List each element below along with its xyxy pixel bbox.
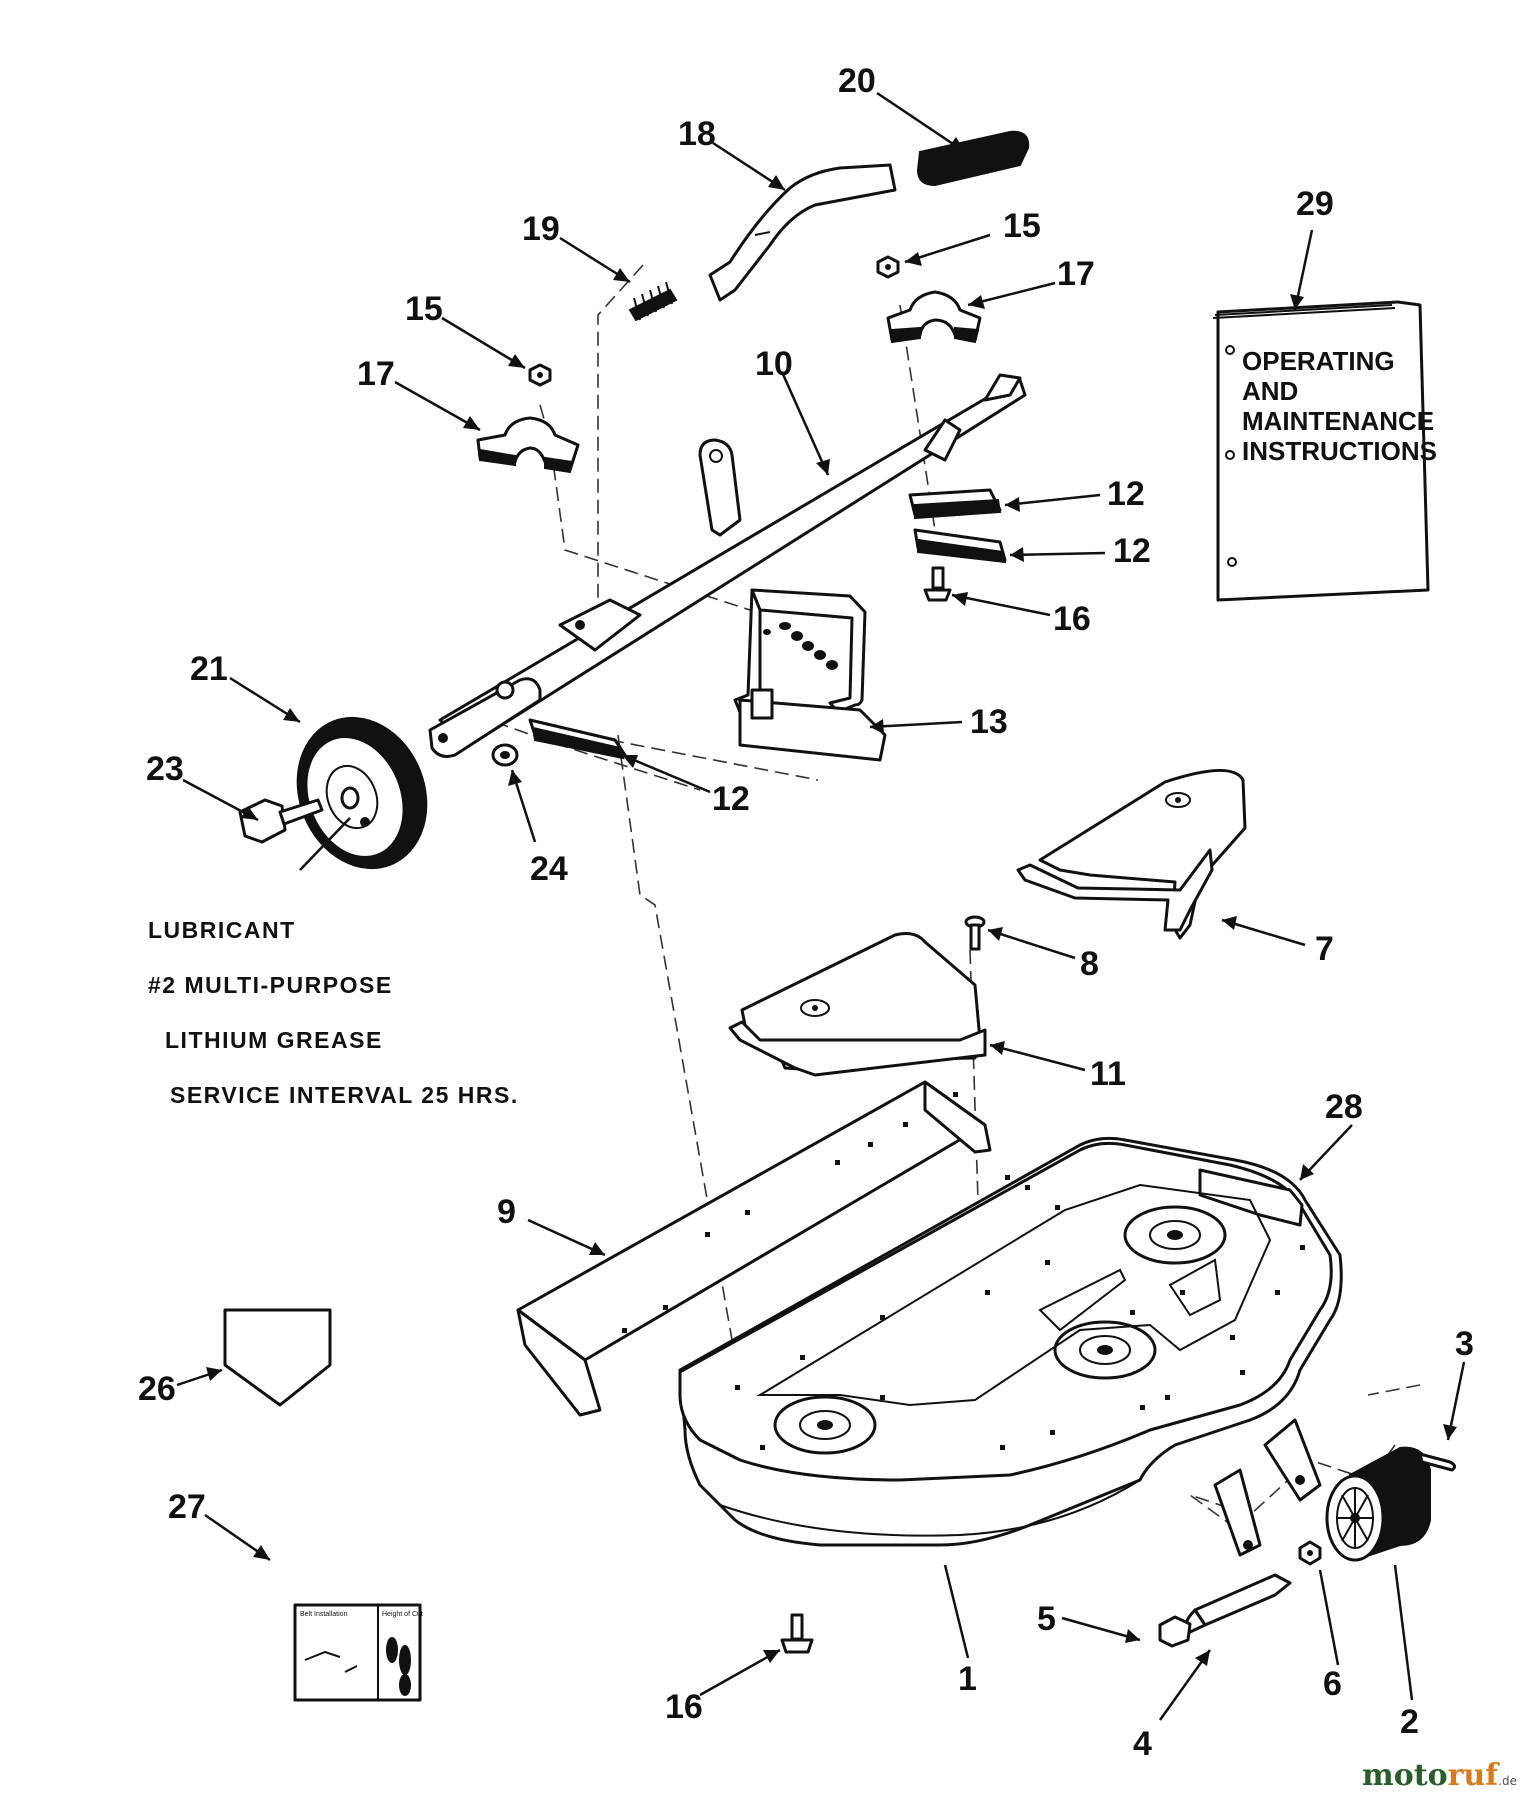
callout-3: 3 [1455,1325,1474,1363]
lift-shaft-part-10 [428,373,1027,758]
decal-part-27: Belt Installation Height of Cut [293,1603,423,1702]
lubricant-note: LUBRICANT #2 MULTI-PURPOSE LITHIUM GREAS… [148,917,519,1108]
mower-deck-part-1 [678,1136,1343,1547]
height-bracket-part-13 [733,588,887,762]
belt-cover-part-11 [728,932,987,1077]
callout-13: 13 [970,703,1008,741]
callout-19: 19 [522,210,560,248]
lubricant-line-4: SERVICE INTERVAL 25 HRS. [170,1082,519,1108]
lubricant-line-3: LITHIUM GREASE [165,1027,383,1053]
callout-21: 21 [190,650,228,688]
callout-16-lower: 16 [665,1688,703,1726]
bolt-part-16-upper [923,566,952,602]
spacer-part-12-lower [528,718,627,760]
callout-9: 9 [497,1193,516,1231]
spacer-part-12-middle [913,528,1007,564]
lift-handle-part-18 [708,163,897,302]
decal-part-26 [223,1308,332,1407]
callout-11: 11 [1090,1055,1126,1093]
cotter-pin-part-3 [1418,1452,1457,1472]
callout-12-top: 12 [1107,475,1145,513]
grip-part-20 [916,130,1030,187]
clamp-part-17-right [886,290,982,344]
spring-part-19 [628,281,678,322]
belt-cover-part-7 [1016,769,1247,940]
callout-2: 2 [1400,1703,1419,1741]
bolt-part-23 [238,798,324,844]
callout-27: 27 [168,1488,206,1526]
baffle-part-9 [516,1080,992,1417]
nut-part-24 [491,743,519,767]
nut-part-15-left [528,363,552,387]
nut-part-15-right [876,255,900,279]
nut-part-6 [1298,1540,1322,1566]
callout-numbers: 20 18 19 15 17 15 17 10 12 12 16 13 12 2… [138,62,1474,1763]
callout-15-left: 15 [405,290,443,328]
callout-23: 23 [146,750,184,788]
manual-part-29: OPERATING AND MAINTENANCE INSTRUCTIONS [1212,300,1437,602]
callout-24: 24 [530,850,568,888]
roller-part-2 [1325,1446,1431,1562]
manual-line-2: AND [1242,376,1298,406]
callout-8: 8 [1080,945,1099,983]
callout-5: 5 [1037,1600,1056,1638]
callout-16-upper: 16 [1053,600,1091,638]
callout-17-left: 17 [357,355,395,393]
decal-height-label: Height of Cut [382,1611,423,1618]
bolt-part-16-lower [780,1613,814,1654]
roller-bracket [1213,1418,1322,1557]
callout-6: 6 [1323,1665,1342,1703]
callout-4: 4 [1133,1725,1152,1763]
leader-lines [176,91,1466,1721]
callout-7: 7 [1315,930,1334,968]
callout-26: 26 [138,1370,176,1408]
callout-12-lower: 12 [712,780,750,818]
lubricant-line-2: #2 MULTI-PURPOSE [148,972,393,998]
callout-18: 18 [678,115,716,153]
manual-line-3: MAINTENANCE [1242,406,1434,436]
callout-29: 29 [1296,185,1334,223]
wheel-part-21 [296,716,428,870]
clamp-part-17-left [476,416,580,474]
callout-12-middle: 12 [1113,532,1151,570]
callout-20: 20 [838,62,876,100]
screw-part-8 [964,915,986,951]
spacer-part-12-upper [908,488,1002,520]
callout-15-right: 15 [1003,207,1041,245]
watermark: motoruf.de [1362,1758,1517,1793]
decal-belt-label: Belt Installation [300,1611,348,1618]
callout-10: 10 [755,345,793,383]
callout-28: 28 [1325,1088,1363,1126]
manual-line-4: INSTRUCTIONS [1242,436,1437,466]
watermark-text: motoruf.de [1362,1758,1517,1793]
callout-17-right: 17 [1057,255,1095,293]
lubricant-line-1: LUBRICANT [148,917,296,943]
callout-1: 1 [958,1660,977,1698]
axle-pin-part-4 [1184,1573,1292,1634]
bolt-part-5 [1158,1615,1192,1648]
manual-line-1: OPERATING [1242,346,1395,376]
